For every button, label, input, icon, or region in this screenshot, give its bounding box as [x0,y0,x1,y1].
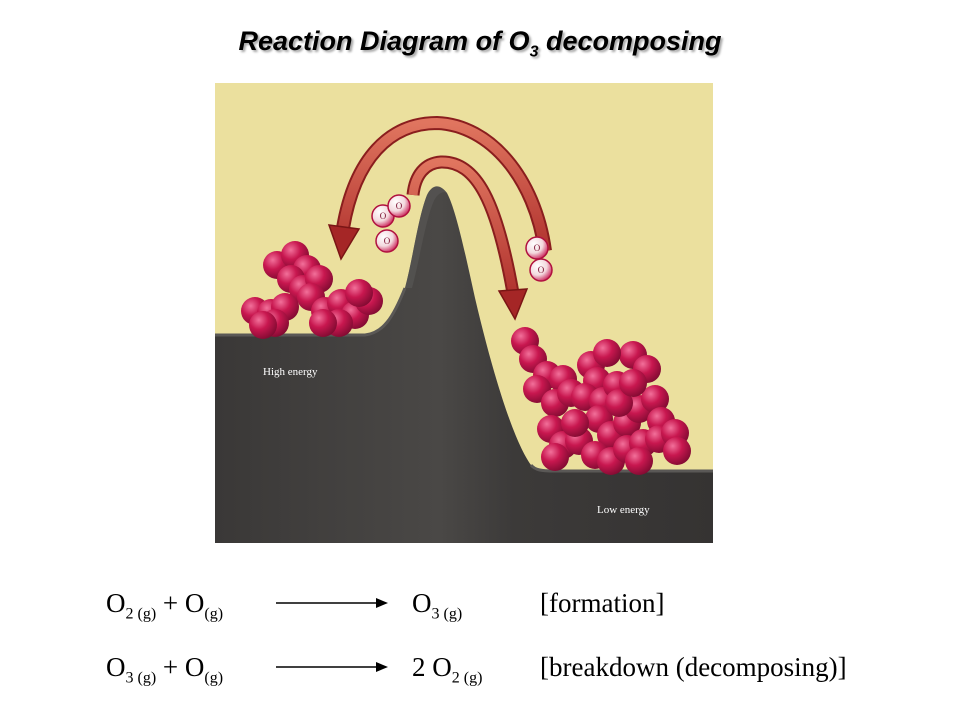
title-text: Reaction Diagram of O [238,26,530,56]
oxygen-atom [641,385,669,413]
oxygen-atom [605,389,633,417]
equation-breakdown-note: [breakdown (decomposing)] [540,652,847,682]
outer-arrow [327,115,552,261]
page-title: Reaction Diagram of O3 decomposing [0,26,960,61]
title-suffix: decomposing [538,26,722,56]
eq2-reaction-arrow [276,660,388,674]
oxygen-atom [593,339,621,367]
eq2-reactant1-state: 3 (g) [125,669,157,687]
svg-text:O: O [384,236,391,246]
eq1-plus: + [156,588,185,618]
oxygen-atom [619,369,647,397]
small-oxygen-atom: O [375,229,399,253]
eq1-product-state: 3 (g) [431,605,463,623]
oxygen-atom [561,409,589,437]
oxygen-atom [541,443,569,471]
eq2-reactant2: O [184,652,205,682]
equation-breakdown-reactants: O3 (g) + O(g) [106,652,223,687]
small-oxygen-atom: O [387,194,411,218]
oxygen-atom [309,309,337,337]
equation-formation-note: [formation] [540,588,665,618]
title-subscript: 3 [529,43,539,61]
svg-text:O: O [534,243,541,253]
svg-text:O: O [380,211,387,221]
small-oxygen-atom: O [525,236,549,260]
eq2-product-coef: 2 [412,652,433,682]
eq2-plus: + [156,652,185,682]
oxygen-atom [249,311,277,339]
eq1-reactant2-state: (g) [204,605,224,623]
equation-breakdown-product: 2 O2 (g) [412,652,482,687]
eq2-product-state: 2 (g) [451,669,483,687]
oxygen-atom [625,447,653,475]
oxygen-atom [663,437,691,465]
svg-text:O: O [396,201,403,211]
low-plateau-edge [529,463,713,473]
hill-highlight [405,186,447,288]
svg-text:O: O [538,265,545,275]
inner-arrow [406,155,529,321]
equation-formation-reactants: O2 (g) + O(g) [106,588,223,623]
eq2-reactant1: O [106,652,126,682]
eq1-reactant1: O [106,588,126,618]
eq1-reactant2: O [184,588,205,618]
eq1-reactant1-state: 2 (g) [125,605,157,623]
high-energy-label: High energy [263,366,318,378]
eq1-product: O [412,588,432,618]
equation-formation-product: O3 (g) [412,588,462,623]
high-plateau-edge [215,287,407,337]
eq2-product: O [432,652,452,682]
small-oxygen-atom: O [529,258,553,282]
molecule-clusters [241,241,691,475]
low-energy-label: Low energy [597,504,650,516]
oxygen-atom [345,279,373,307]
eq1-reaction-arrow [276,596,388,610]
eq2-reactant2-state: (g) [204,669,224,687]
energy-hill [215,186,713,543]
